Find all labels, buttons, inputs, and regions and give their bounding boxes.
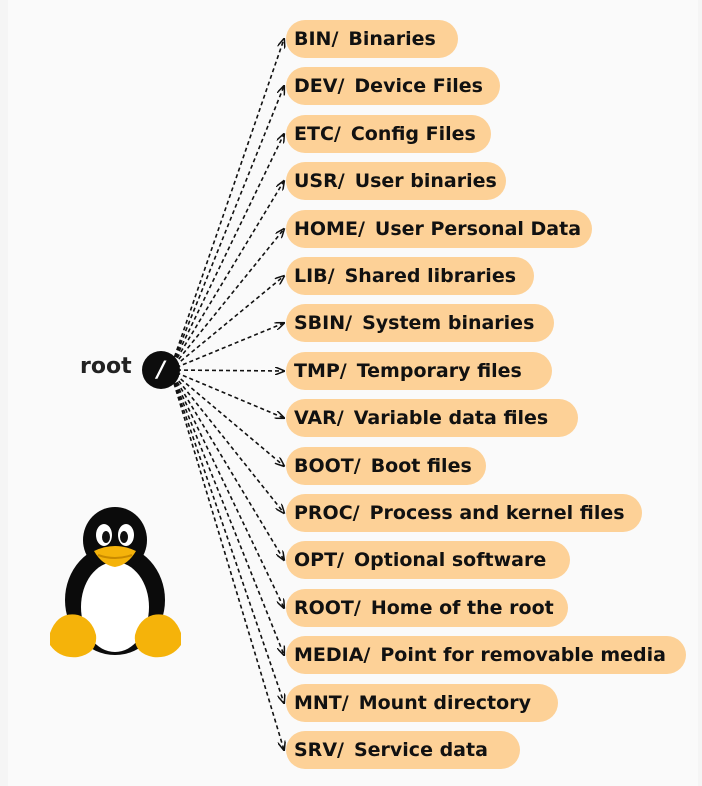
directory-description: User Personal Data <box>374 218 582 240</box>
directory-pill-etc: ETC/Config Files <box>286 115 491 153</box>
connector-arrow-srv <box>169 369 284 750</box>
directory-pill-proc: PROC/Process and kernel files <box>286 494 642 532</box>
directory-code: VAR/ <box>294 407 344 429</box>
directory-code: MEDIA/ <box>294 644 371 666</box>
connector-arrow-lib <box>169 276 284 371</box>
connector-arrow-etc <box>169 134 284 371</box>
directory-description: Temporary files <box>356 360 522 382</box>
directory-code: LIB/ <box>294 265 335 287</box>
connector-arrow-media <box>169 369 284 655</box>
directory-pill-lib: LIB/Shared libraries <box>286 257 534 295</box>
connector-arrow-sbin <box>169 323 284 371</box>
directory-pill-mnt: MNT/Mount directory <box>286 684 558 722</box>
directory-pill-var: VAR/Variable data files <box>286 399 578 437</box>
directory-description: Config Files <box>350 123 476 145</box>
directory-description: User binaries <box>354 170 497 192</box>
connector-arrow-boot <box>169 369 284 466</box>
connector-arrow-tmp <box>169 370 284 371</box>
directory-pill-root: ROOT/Home of the root <box>286 589 568 627</box>
directory-description: Device Files <box>354 75 483 97</box>
directory-pill-srv: SRV/Service data <box>286 731 520 769</box>
directory-code: DEV/ <box>294 75 345 97</box>
connector-arrow-opt <box>169 369 284 560</box>
root-node: / <box>142 351 180 389</box>
linux-penguin-icon <box>50 507 181 658</box>
directory-code: USR/ <box>294 170 345 192</box>
directory-description: Point for removable media <box>380 644 666 666</box>
connector-arrow-proc <box>169 369 284 513</box>
directory-code: SBIN/ <box>294 312 353 334</box>
directory-pill-home: HOME/User Personal Data <box>286 210 592 248</box>
directory-code: BOOT/ <box>294 455 361 477</box>
directory-code: MNT/ <box>294 692 349 714</box>
directory-description: System binaries <box>362 312 535 334</box>
directory-pill-usr: USR/User binaries <box>286 162 506 200</box>
connector-arrow-mnt <box>169 369 284 703</box>
connector-arrow-root <box>169 369 284 608</box>
directory-pill-boot: BOOT/Boot files <box>286 447 486 485</box>
directory-description: Process and kernel files <box>369 502 625 524</box>
directory-code: SRV/ <box>294 739 344 761</box>
directory-code: TMP/ <box>294 360 347 382</box>
directory-description: Binaries <box>348 28 436 50</box>
directory-code: HOME/ <box>294 218 365 240</box>
directory-description: Variable data files <box>353 407 549 429</box>
root-label: root <box>80 354 132 379</box>
directory-pill-tmp: TMP/Temporary files <box>286 352 552 390</box>
directory-pill-sbin: SBIN/System binaries <box>286 304 554 342</box>
directory-description: Home of the root <box>370 597 554 619</box>
directory-code: BIN/ <box>294 28 339 50</box>
directory-description: Boot files <box>370 455 472 477</box>
directory-pill-dev: DEV/Device Files <box>286 67 500 105</box>
connector-arrow-usr <box>169 181 284 371</box>
connector-arrow-dev <box>169 86 284 371</box>
directory-description: Optional software <box>353 549 547 571</box>
directory-code: PROC/ <box>294 502 360 524</box>
directory-code: ETC/ <box>294 123 341 145</box>
directory-code: OPT/ <box>294 549 344 571</box>
directory-description: Mount directory <box>358 692 531 714</box>
directory-code: ROOT/ <box>294 597 361 619</box>
directory-pill-media: MEDIA/Point for removable media <box>286 636 686 674</box>
directory-pill-opt: OPT/Optional software <box>286 541 570 579</box>
connector-arrow-home <box>169 229 284 371</box>
directory-description: Service data <box>353 739 488 761</box>
directory-description: Shared libraries <box>344 265 517 287</box>
directory-pill-bin: BIN/Binaries <box>286 20 458 58</box>
connector-arrow-bin <box>169 39 284 371</box>
